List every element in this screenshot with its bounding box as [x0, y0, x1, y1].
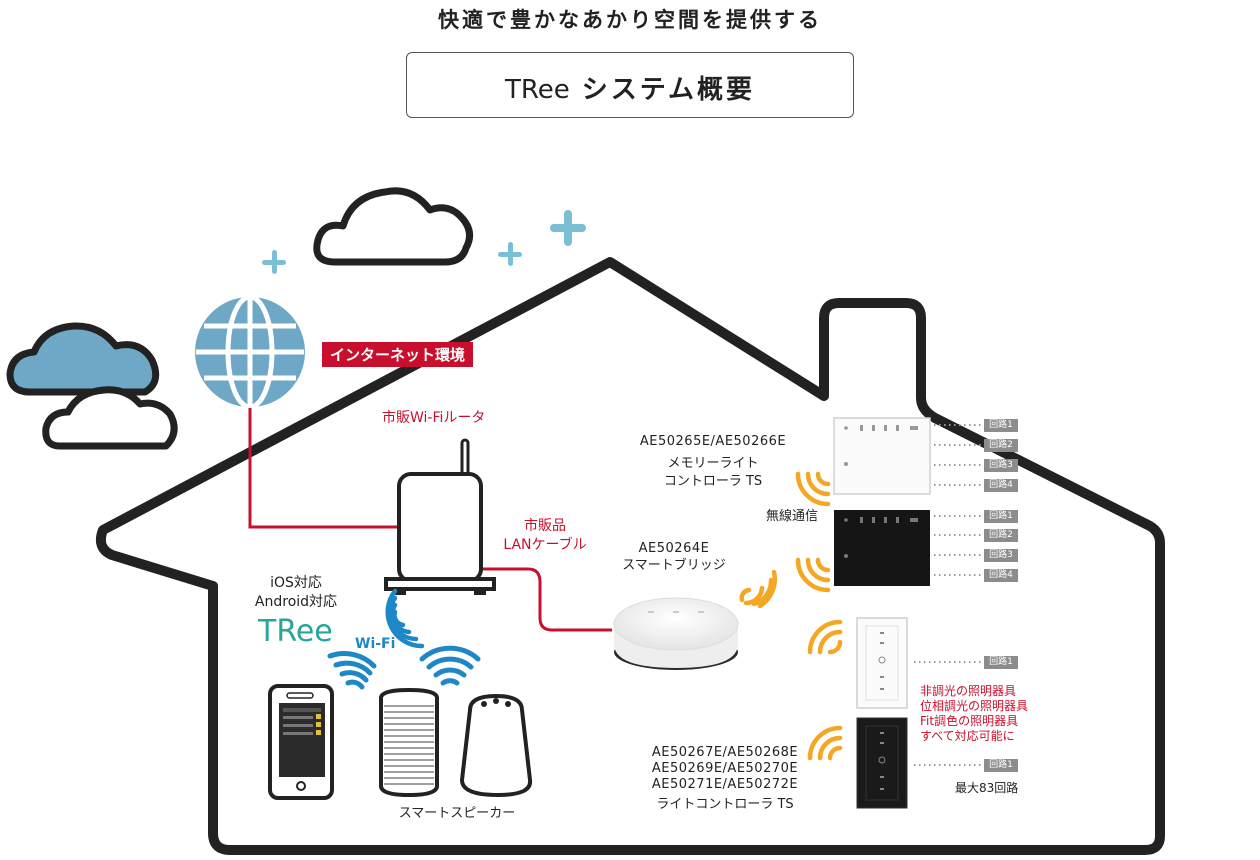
speaker-icon	[379, 687, 439, 798]
circuit-tag: 回路1	[984, 510, 1018, 523]
memory-controller-name-line2: コントローラ TS	[663, 474, 763, 489]
wireless-signal-icon	[795, 557, 831, 593]
max-circuits-label: 最大83回路	[955, 781, 1019, 795]
title-box: TRee システム概要	[406, 52, 854, 118]
sparkle-icon	[550, 210, 586, 246]
circuit-tag: 回路4	[984, 479, 1018, 492]
internet-label: インターネット環境	[322, 342, 474, 367]
wireless-label: 無線通信	[766, 509, 819, 524]
bridge-name: スマートブリッジ	[622, 558, 726, 573]
internet-cable	[248, 408, 399, 529]
lan-cable	[480, 567, 612, 632]
compatibility-line2: 位相調光の照明器具	[920, 699, 1029, 713]
cloud-icon	[42, 386, 178, 450]
wifi-signal-icon	[419, 645, 481, 686]
compatibility-line3: Fit調色の照明器具	[920, 714, 1019, 728]
globe-icon	[195, 294, 305, 410]
wifi-signal-icon	[327, 651, 377, 690]
bridge-model: AE50264E	[638, 541, 710, 556]
circuit-tag: 回路1	[984, 419, 1018, 432]
circuit-tag: 回路3	[984, 459, 1018, 472]
circuit-tag: 回路1	[984, 656, 1018, 669]
light-controller-name: ライトコントローラ TS	[656, 797, 794, 812]
wifi-label: Wi-Fi	[355, 636, 396, 652]
android-support-label: Android対応	[254, 594, 338, 610]
light-controller-black	[856, 717, 908, 809]
smartphone-icon	[268, 684, 334, 800]
compatibility-line1: 非調光の照明器具	[920, 684, 1017, 698]
wireless-signal-icon	[795, 471, 831, 507]
page-title: TRee システム概要	[407, 69, 853, 106]
tree-app-logo: TRee	[258, 614, 333, 649]
title-text: システム概要	[581, 75, 755, 105]
memory-controller-name-line1: メモリーライト	[667, 456, 759, 471]
house-outline	[95, 257, 1165, 855]
wifi-signal-icon	[385, 588, 425, 649]
circuit-tag: 回路2	[984, 529, 1018, 542]
smart-bridge-icon	[613, 597, 739, 670]
wireless-signal-icon	[807, 725, 843, 761]
light-controller-models-1: AE50267E/AE50268E	[651, 745, 799, 760]
memory-controller-models: AE50265E/AE50266E	[639, 434, 787, 449]
sparkle-icon	[498, 242, 522, 266]
cloud-icon	[313, 187, 474, 266]
circuit-tag: 回路4	[984, 569, 1018, 582]
wireless-signal-icon	[807, 619, 843, 655]
light-controller-models-3: AE50271E/AE50272E	[651, 777, 799, 792]
light-controller-models-2: AE50269E/AE50270E	[651, 761, 799, 776]
router-icon	[384, 438, 496, 595]
lan-cable-label-line2: LANケーブル	[503, 537, 587, 553]
lan-cable-label-line1: 市販品	[524, 518, 566, 534]
memory-controller-white	[833, 417, 931, 495]
speaker-icon	[459, 693, 533, 798]
cloud-icon	[6, 322, 160, 396]
circuit-tag: 回路3	[984, 549, 1018, 562]
tree-logo: TRee	[504, 75, 570, 105]
ios-support-label: iOS対応	[270, 575, 322, 591]
memory-controller-black	[834, 510, 930, 586]
circuit-lines	[914, 424, 982, 766]
circuit-tag: 回路1	[984, 759, 1018, 772]
smart-speaker-label: スマートスピーカー	[398, 806, 516, 821]
wireless-signal-icon	[739, 569, 777, 609]
router-label: 市販Wi-Fiルータ	[382, 410, 486, 426]
compatibility-line4: すべて対応可能に	[920, 729, 1015, 743]
light-controller-white	[856, 617, 908, 709]
sparkle-icon	[262, 250, 286, 274]
page-headline: 快適で豊かなあかり空間を提供する	[438, 8, 822, 32]
circuit-tag: 回路2	[984, 439, 1018, 452]
